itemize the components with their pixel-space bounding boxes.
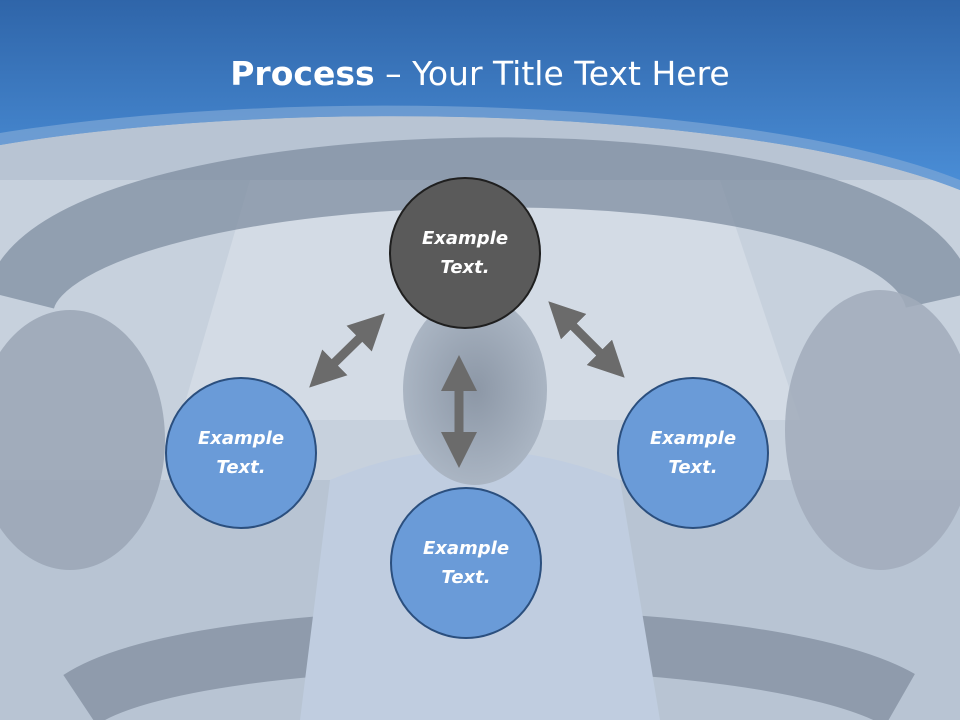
- arrow-top-right: [548, 301, 625, 378]
- node-center-top-label: Example Text.: [421, 228, 509, 278]
- title-bold: Process: [230, 54, 375, 93]
- node-right: Example Text.: [617, 377, 769, 529]
- node-center-top: Example Text.: [389, 177, 541, 329]
- node-bottom: Example Text.: [390, 487, 542, 639]
- node-left: Example Text.: [165, 377, 317, 529]
- node-right-label: Example Text.: [649, 428, 737, 478]
- arrow-top-left: [309, 313, 385, 388]
- node-bottom-label: Example Text.: [422, 538, 510, 588]
- slide-title: Process – Your Title Text Here: [0, 52, 960, 96]
- node-left-label: Example Text.: [197, 428, 285, 478]
- title-rest: – Your Title Text Here: [374, 54, 730, 93]
